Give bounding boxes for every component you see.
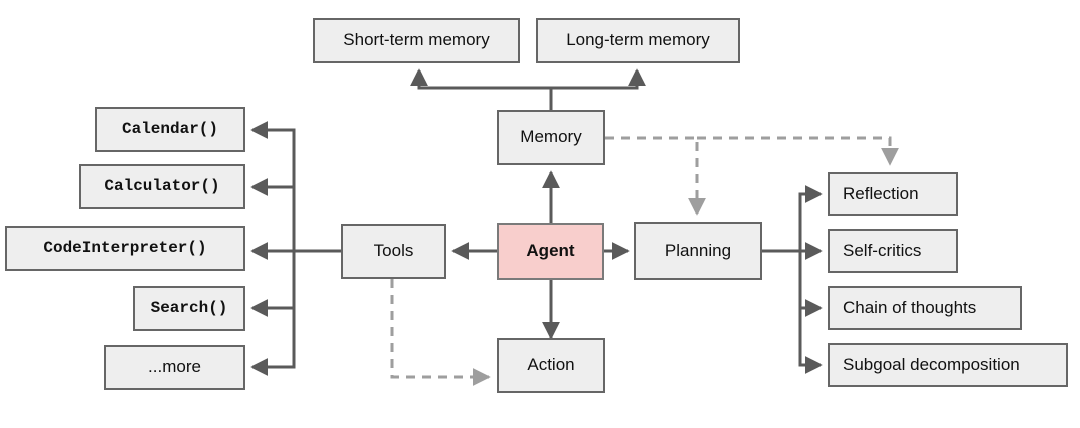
edge-memory-to-reflection-dashed bbox=[697, 136, 899, 166]
node-chain-of-thoughts[interactable]: Chain of thoughts bbox=[828, 286, 1022, 330]
edge-memory-to-planning-dashed bbox=[605, 136, 706, 216]
node-calendar-label: Calendar() bbox=[121, 119, 218, 138]
node-code-interpreter-label: CodeInterpreter() bbox=[43, 238, 207, 257]
node-tools[interactable]: Tools bbox=[341, 224, 446, 279]
node-action[interactable]: Action bbox=[497, 338, 605, 393]
node-reflection[interactable]: Reflection bbox=[828, 172, 958, 216]
node-subgoal-decomposition-label: Subgoal decomposition bbox=[843, 354, 1020, 374]
node-planning-label: Planning bbox=[664, 240, 732, 260]
node-more-label: ...more bbox=[148, 357, 201, 377]
edge-tools-to-calendar bbox=[250, 121, 296, 251]
node-calculator[interactable]: Calculator() bbox=[79, 164, 245, 209]
node-search-label: Search() bbox=[150, 298, 228, 317]
node-chain-of-thoughts-label: Chain of thoughts bbox=[843, 297, 977, 317]
node-code-interpreter[interactable]: CodeInterpreter() bbox=[5, 226, 245, 271]
edge-memory-to-longterm bbox=[551, 68, 646, 90]
node-planning[interactable]: Planning bbox=[634, 222, 762, 280]
node-short-term-memory[interactable]: Short-term memory bbox=[313, 18, 520, 63]
node-short-term-memory-label: Short-term memory bbox=[343, 30, 490, 50]
node-agent-label: Agent bbox=[526, 241, 575, 261]
node-subgoal-decomposition[interactable]: Subgoal decomposition bbox=[828, 343, 1068, 387]
node-agent[interactable]: Agent bbox=[497, 223, 604, 280]
node-memory-label: Memory bbox=[520, 127, 582, 147]
node-search[interactable]: Search() bbox=[133, 286, 245, 331]
edge-tools-to-more bbox=[250, 308, 296, 376]
edge-planning-to-chainofthoughts bbox=[798, 251, 823, 317]
edge-tools-to-action-dashed bbox=[390, 279, 491, 386]
node-more[interactable]: ...more bbox=[104, 345, 245, 390]
node-calendar[interactable]: Calendar() bbox=[95, 107, 245, 152]
edge-tools-to-search bbox=[250, 251, 296, 317]
node-self-critics[interactable]: Self-critics bbox=[828, 229, 958, 273]
node-self-critics-label: Self-critics bbox=[843, 240, 922, 260]
edge-planning-to-subgoal bbox=[798, 308, 823, 374]
edge-planning-to-reflection bbox=[798, 185, 823, 251]
node-tools-label: Tools bbox=[373, 241, 414, 261]
node-long-term-memory[interactable]: Long-term memory bbox=[536, 18, 740, 63]
node-action-label: Action bbox=[527, 355, 575, 375]
edge-memory-to-memories bbox=[410, 68, 553, 110]
node-reflection-label: Reflection bbox=[843, 183, 919, 203]
node-long-term-memory-label: Long-term memory bbox=[566, 30, 710, 50]
node-memory[interactable]: Memory bbox=[497, 110, 605, 165]
node-calculator-label: Calculator() bbox=[104, 176, 220, 195]
